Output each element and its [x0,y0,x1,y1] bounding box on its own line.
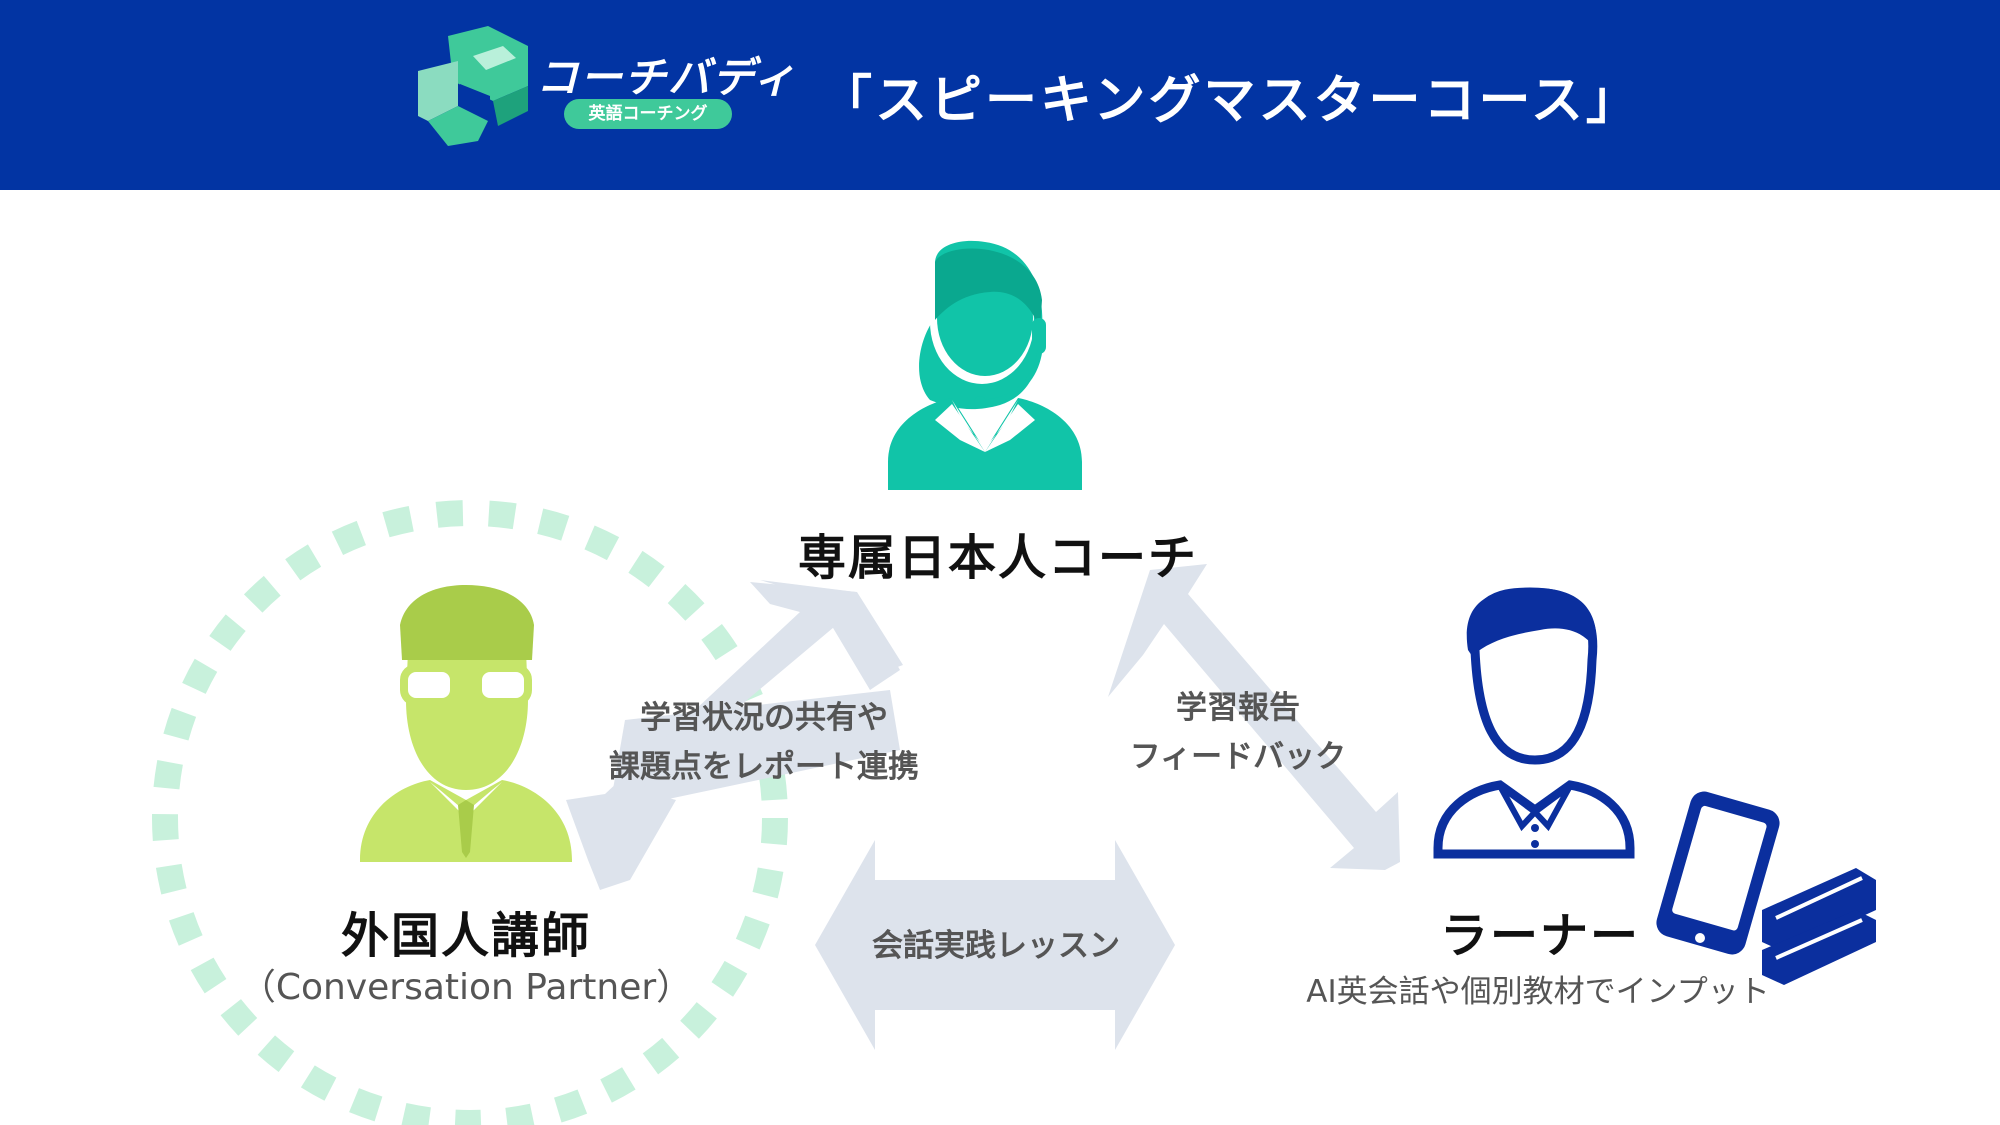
male-teacher-glasses-icon [360,585,572,862]
brand-name: コーチバディ [536,53,798,102]
female-coach-headset-icon [888,240,1082,490]
learner-subtitle: AI英会話や個別教材でインプット [1306,974,1770,1010]
male-learner-icon [1433,587,1635,859]
cube-logo-icon [418,26,528,146]
partner-learner-double-arrow [815,840,1175,1050]
partner-learner-arrow-label: 会話実践レッスン [872,928,1120,964]
coach-learner-double-arrow [1108,564,1400,870]
partner-dashed-ring [152,500,788,1125]
partner-subtitle: （Conversation Partner） [239,967,693,1008]
coach-partner-label-line2: 課題点をレポート連携 [609,749,919,785]
partner-title: 外国人講師 [340,908,592,964]
learner-title: ラーナー [1439,908,1641,964]
coach-learner-arrow-label: 学習報告 フィードバック [1130,684,1346,782]
course-title: 「スピーキングマスターコース」 [820,71,1641,131]
brand-subtitle: 英語コーチング [564,99,732,129]
header-bar: コーチバディ 英語コーチング 「スピーキングマスターコース」 [0,0,2000,190]
smartphone-icon [1656,791,1780,955]
brand-logo: コーチバディ 英語コーチング [418,26,795,156]
coach-learner-label-line2: フィードバック [1129,739,1347,775]
coach-partner-double-arrow [566,582,903,890]
books-icon [1762,868,1876,985]
coach-learner-label-line1: 学習報告 [1175,690,1300,726]
coach-partner-arrow-label: 学習状況の共有や 課題点をレポート連携 [609,694,919,792]
coach-title: 専属日本人コーチ [797,530,1199,586]
coach-partner-label-line1: 学習状況の共有や [640,700,888,736]
